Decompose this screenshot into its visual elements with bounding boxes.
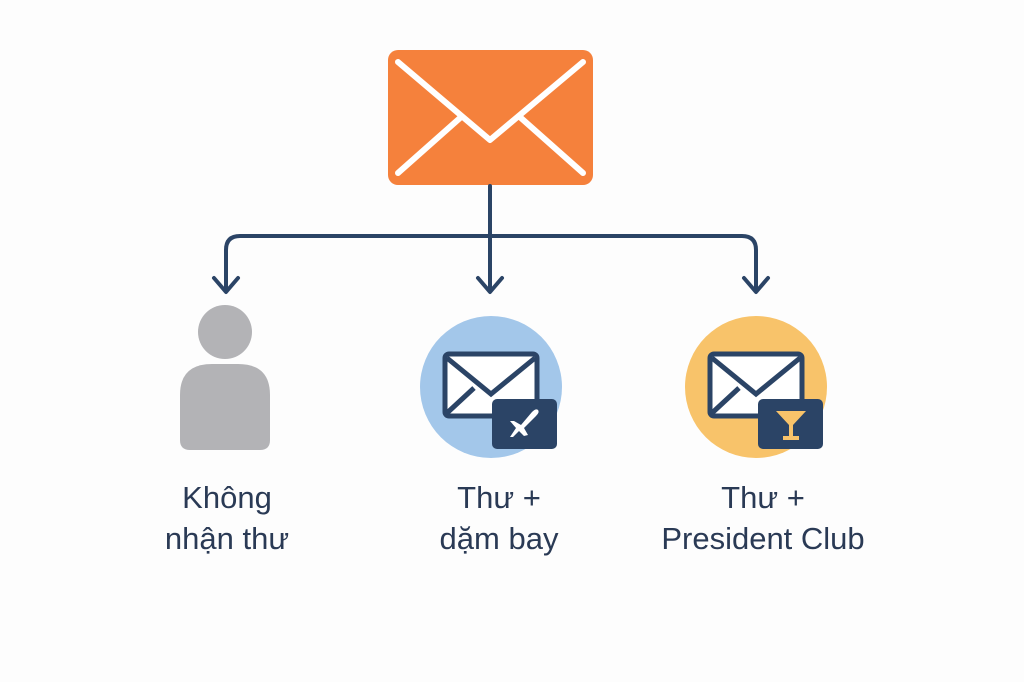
label-line: Thư + xyxy=(457,480,541,515)
label-line: dặm bay xyxy=(439,521,559,556)
label-line: President Club xyxy=(661,521,865,556)
airplane-icon xyxy=(510,409,539,437)
envelope-airplane-icon xyxy=(420,316,562,458)
label-line: Thư + xyxy=(721,480,805,515)
cocktail-glass-icon xyxy=(776,411,806,440)
label-line: Không xyxy=(182,480,272,515)
label-line: nhận thư xyxy=(164,521,290,556)
branch-arrows xyxy=(212,184,770,294)
option-mail-miles-label: Thư + dặm bay xyxy=(339,477,659,559)
option-mail-president-club-label: Thư + President Club xyxy=(603,477,923,559)
envelope-cocktail-icon xyxy=(685,316,827,458)
main-envelope-icon xyxy=(388,50,593,185)
person-icon xyxy=(180,305,270,450)
option-no-mail-label: Không nhận thư xyxy=(67,477,387,559)
